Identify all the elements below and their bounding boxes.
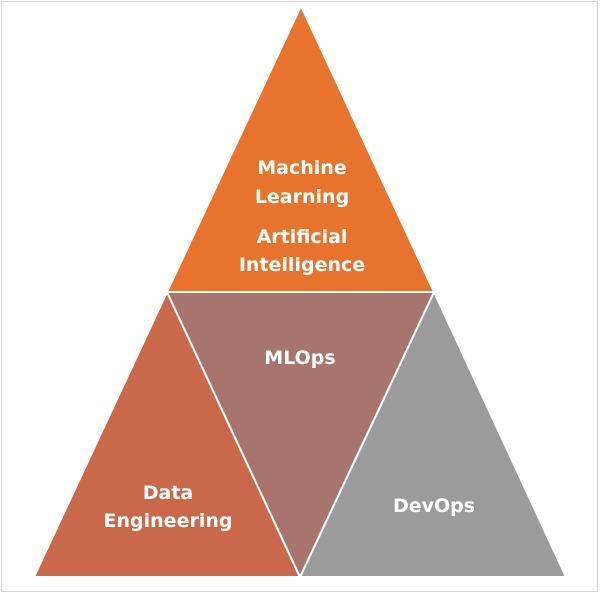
segment-top-ml-ai <box>165 3 436 293</box>
label-machine: Machine <box>257 157 346 179</box>
label-data: Data <box>143 482 194 504</box>
label-engineering: Engineering <box>104 510 233 532</box>
label-mlops: MLOps <box>264 347 335 369</box>
segment-center-mlops <box>165 291 436 580</box>
label-artificial: Artificial <box>257 226 348 248</box>
label-intelligence: Intelligence <box>239 254 365 276</box>
label-devops: DevOps <box>393 495 475 517</box>
label-learning: Learning <box>255 186 349 208</box>
